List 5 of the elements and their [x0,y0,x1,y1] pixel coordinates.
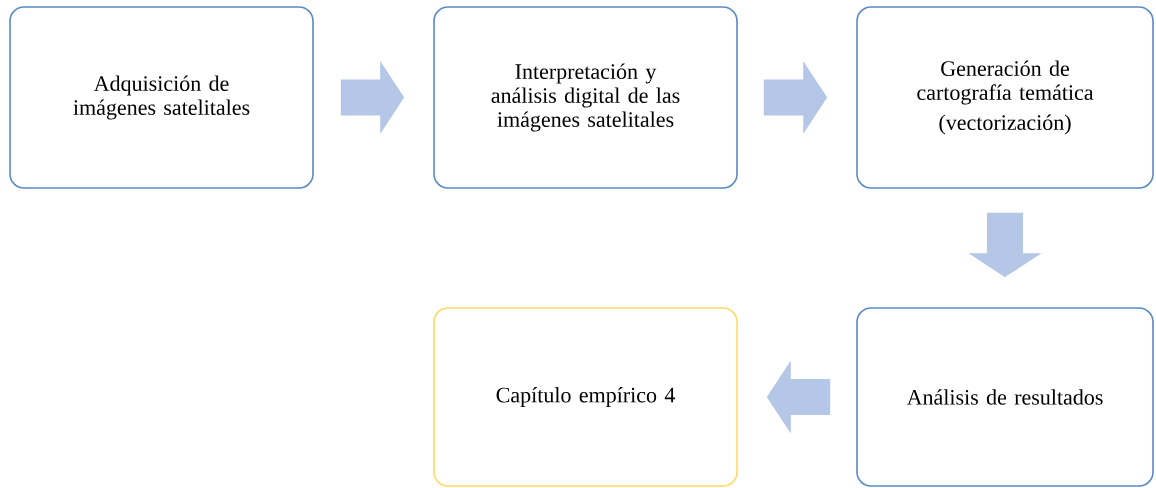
process-box: Interpretación y análisis digital de las imágenes satelitales [433,6,738,189]
process-box: Análisis de resultados [856,307,1154,487]
process-box: Generación de cartografía temática (vectorización) [856,6,1154,189]
process-box: Capítulo empírico 4 [433,307,738,487]
process-box: Adquisición de imágenes satelitales [9,6,314,189]
